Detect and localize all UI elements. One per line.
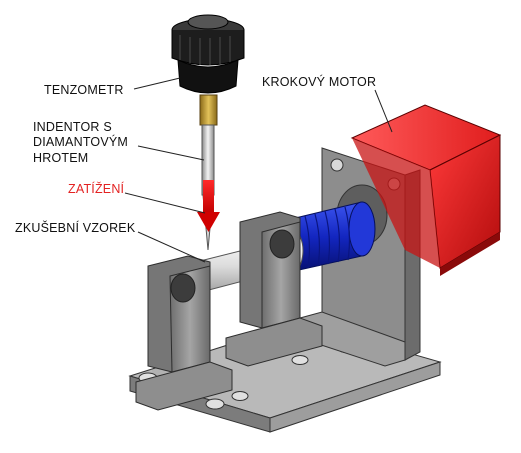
label-indentor-line2: DIAMANTOVÝM (33, 134, 128, 149)
load-cell (171, 14, 245, 94)
label-zkusebni-vzorek: ZKUŠEBNÍ VZOREK (15, 220, 136, 235)
stepper-motor (350, 104, 502, 276)
leader-tenzometr (133, 77, 181, 90)
labels: TENZOMETR INDENTOR S DIAMANTOVÝM HROTEM … (15, 74, 376, 235)
leader-indentor (137, 145, 205, 161)
label-indentor-line3: HROTEM (33, 151, 88, 165)
brass-adapter (199, 94, 218, 126)
load-arrow (197, 180, 220, 232)
label-indentor-line1: INDENTOR S (33, 120, 112, 134)
left-support-block (135, 255, 233, 411)
label-zatizeni: ZATÍŽENÍ (68, 181, 125, 196)
right-support-block (225, 211, 323, 367)
leader-specimen (137, 231, 206, 263)
flexible-coupling (286, 201, 376, 273)
label-tenzometr: TENZOMETR (44, 83, 124, 97)
leader-lines (124, 77, 393, 263)
leader-zatizeni (124, 192, 206, 214)
leader-motor (374, 89, 393, 133)
label-krokovy-motor: KROKOVÝ MOTOR (262, 74, 376, 89)
